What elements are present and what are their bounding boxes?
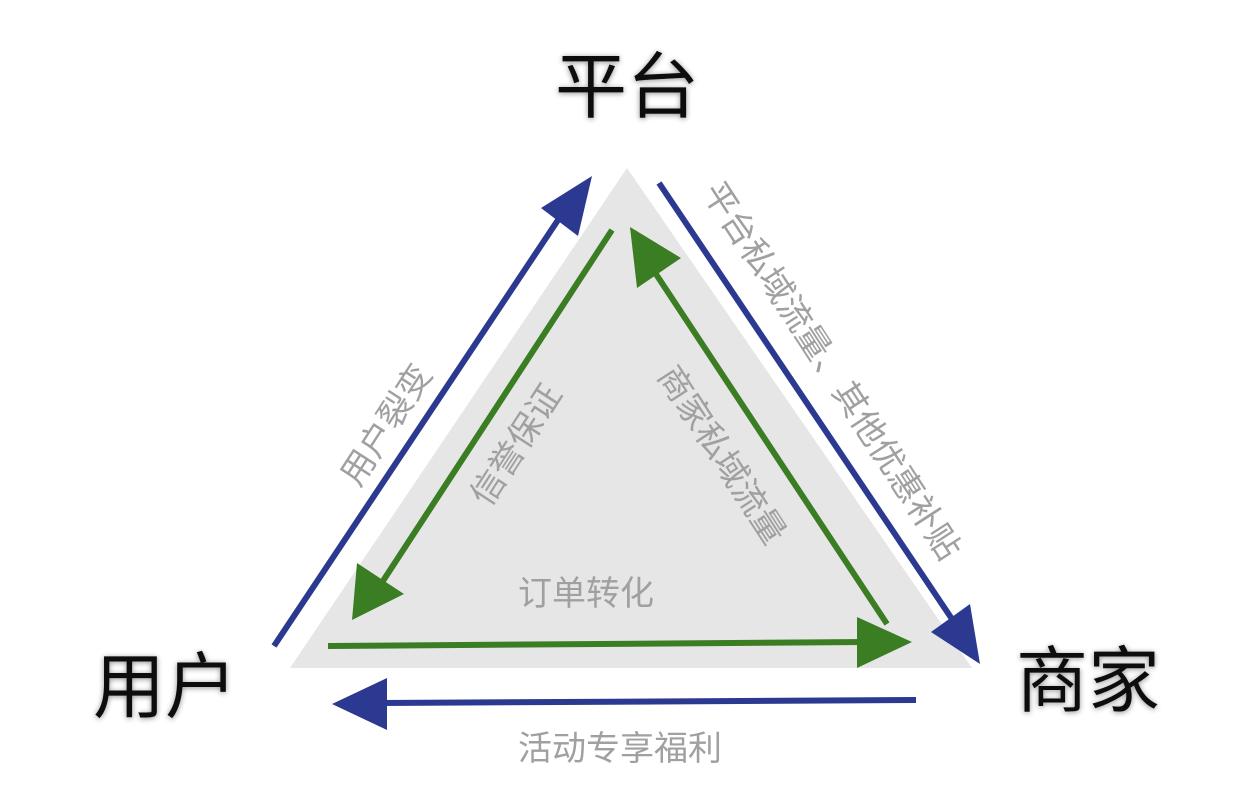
label-user-to-merchant: 订单转化 xyxy=(518,574,654,614)
arrow-platform-to-user xyxy=(352,228,615,620)
node-user: 用户 xyxy=(93,645,237,729)
node-merchant: 商家 xyxy=(1016,639,1160,723)
arrow-user-to-merchant xyxy=(327,617,912,668)
node-platform: 平台 xyxy=(555,45,699,129)
triangle-background xyxy=(290,168,972,668)
label-merchant-to-user: 活动专享福利 xyxy=(518,729,722,769)
arrow-merchant-to-platform xyxy=(630,227,890,626)
arrow-merchant-to-user xyxy=(332,678,917,730)
arrow-platform-to-merchant xyxy=(656,181,980,664)
arrow-user-to-platform xyxy=(271,176,592,648)
